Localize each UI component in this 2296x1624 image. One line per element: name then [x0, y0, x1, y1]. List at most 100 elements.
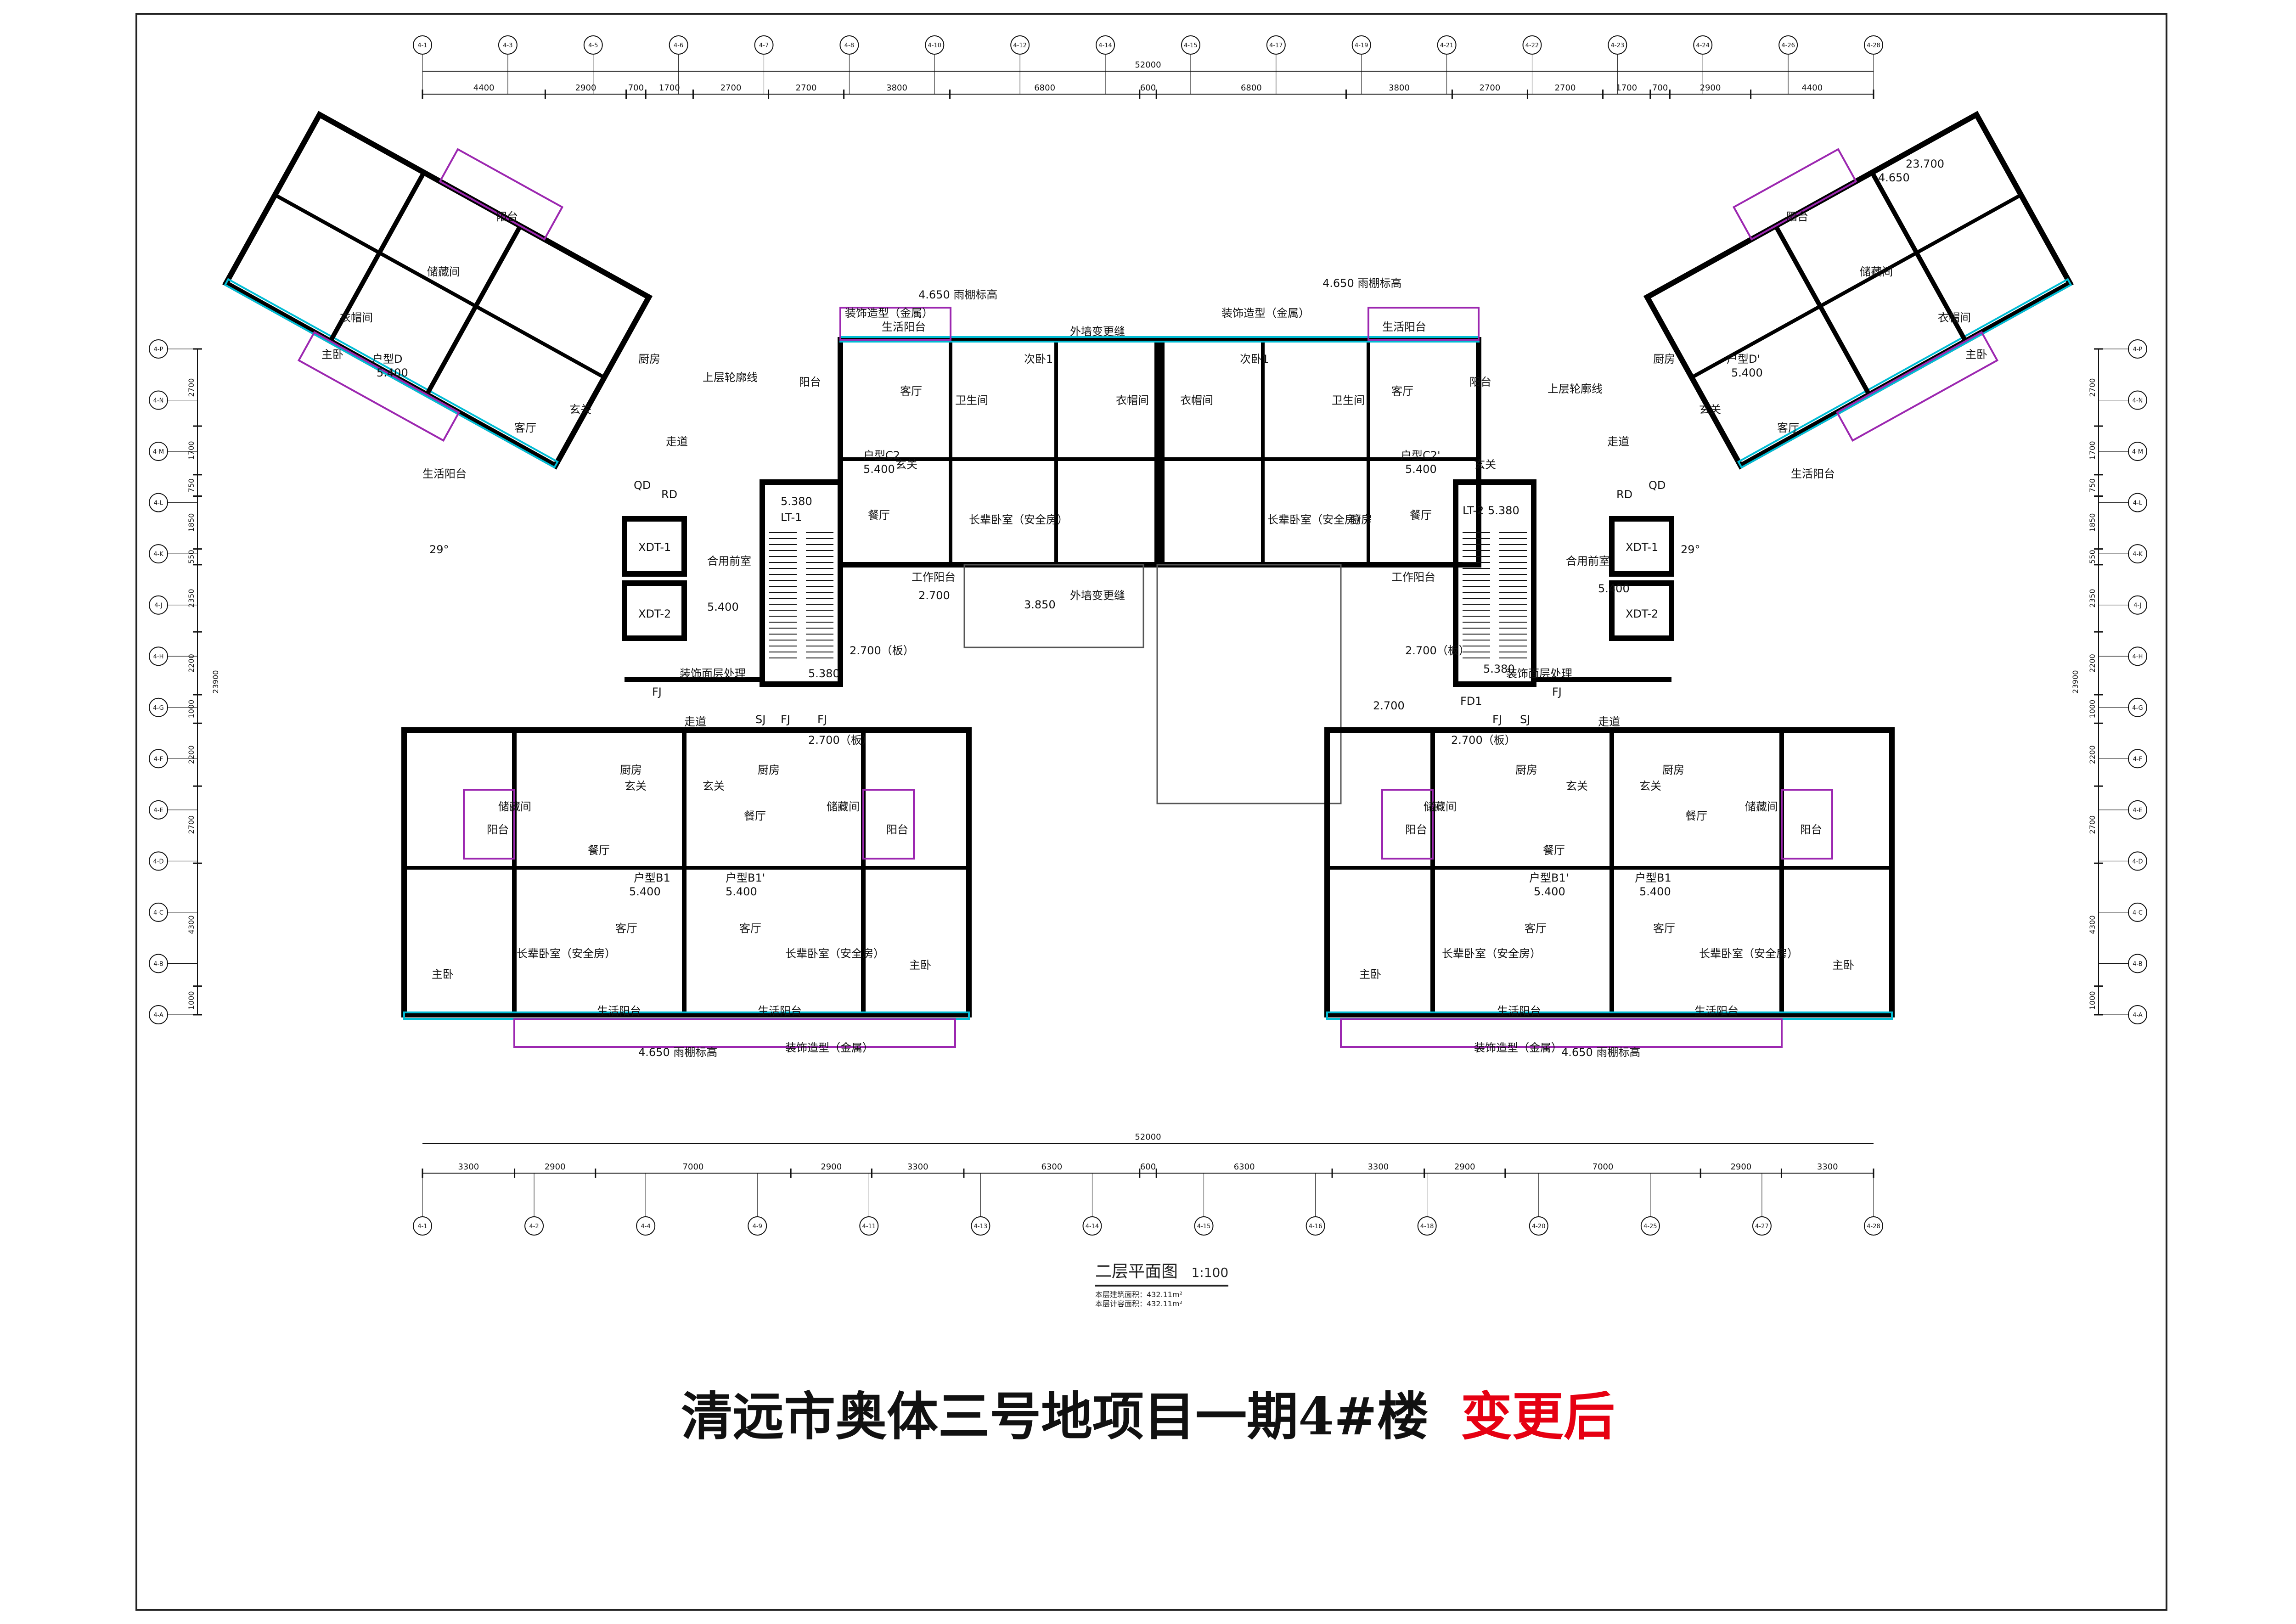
side-dimension-value: 1850 — [187, 513, 196, 532]
left-wing-unit-d — [222, 111, 653, 470]
block-left-balcony — [463, 789, 515, 860]
dimension-value: 7000 — [683, 1162, 704, 1172]
axis-label: 4-1 — [417, 1223, 427, 1230]
lower-right-block — [1324, 727, 1895, 1048]
label-clothes: 衣帽间 — [1938, 311, 1971, 324]
axis-bubble — [1417, 1216, 1437, 1236]
axis-bubble — [149, 442, 168, 461]
label-unit-b1-b: 户型B1' — [726, 871, 765, 884]
label-stair-left: LT-1 — [781, 511, 802, 524]
axis-label: 4-N — [153, 398, 164, 405]
label-storage: 储藏间 — [1745, 800, 1778, 813]
axis-label: 4-L — [154, 500, 163, 507]
side-dimension-value: 550 — [187, 550, 196, 564]
axis-label: 4-J — [154, 602, 163, 609]
axis-label: 4-23 — [1611, 42, 1625, 49]
label-stair-elev: 5.380 — [1483, 663, 1515, 675]
wing-d-wall — [328, 171, 426, 343]
label-dining: 餐厅 — [1410, 509, 1432, 522]
label-entry: 玄关 — [1639, 780, 1661, 792]
label-floor-elev: 5.400 — [1598, 582, 1630, 595]
axis-bubble — [669, 35, 688, 55]
label-kitchen: 厨房 — [1653, 353, 1675, 365]
axis-label: 4-K — [153, 551, 163, 558]
axis-bubble — [413, 35, 432, 55]
axis-bubble — [2128, 800, 2147, 820]
label-entry: 玄关 — [1699, 403, 1721, 416]
axis-bubble — [2128, 697, 2147, 717]
terrace-outline — [963, 564, 1144, 648]
axis-label: 4-P — [154, 346, 163, 353]
label-dining: 餐厅 — [1543, 844, 1565, 857]
axis-label: 4-2 — [529, 1223, 539, 1230]
label-storage: 储藏间 — [1424, 800, 1457, 813]
axis-label: 4-G — [153, 705, 164, 712]
axis-bubble — [1437, 35, 1457, 55]
label-balcony: 阳台 — [496, 210, 518, 223]
axis-bubble — [149, 800, 168, 820]
axis-label: 4-M — [153, 449, 164, 455]
dimension-value: 7000 — [1593, 1162, 1614, 1172]
label-life-balcony: 生活阳台 — [1382, 320, 1426, 333]
axis-bubble — [1082, 1216, 1102, 1236]
label-elder: 长辈卧室（安全房） — [1267, 513, 1367, 526]
label-life-balcony: 生活阳台 — [882, 320, 926, 333]
label-living: 客厅 — [739, 922, 761, 935]
label-floor-elev: 5.400 — [1534, 885, 1565, 898]
axis-label: 4-18 — [1420, 1223, 1434, 1230]
label-dining: 餐厅 — [1685, 809, 1707, 822]
label-unit-b1-d: 户型B1 — [1635, 871, 1671, 884]
label-life-balcony: 生活阳台 — [1791, 467, 1835, 480]
axis-bubble — [1752, 1216, 1772, 1236]
label-fj: FJ — [817, 713, 827, 726]
block-right-balcony-r — [1781, 789, 1833, 860]
axis-label: 4-1 — [417, 42, 427, 49]
axis-label: 4-M — [2132, 449, 2143, 455]
dimension-value: 2900 — [575, 83, 597, 93]
label-canopy: 4.650 雨棚标高 — [1322, 277, 1401, 290]
label-stair-elev: 5.380 — [808, 667, 840, 680]
plan-labels: 户型D 户型D' 户型C2 户型C2' 户型B1 户型B1' 户型B1' 户型B… — [321, 157, 1987, 1059]
axis-bubble — [149, 697, 168, 717]
dimension-value: 2900 — [1730, 1162, 1751, 1172]
label-fire-room: 合用前室 — [1566, 555, 1610, 568]
status-label: 变更后 — [1460, 1387, 1615, 1447]
dimension-value: 2700 — [1480, 83, 1501, 93]
side-dimension-value: 750 — [2088, 478, 2097, 493]
side-dimension-value: 1000 — [2088, 991, 2097, 1010]
label-work-balcony: 工作阳台 — [912, 571, 956, 584]
dimension-value: 700 — [1652, 83, 1668, 93]
axis-label: 4-E — [2133, 807, 2142, 814]
axis-bubble — [583, 35, 603, 55]
label-stair-elev: 5.380 — [781, 495, 812, 508]
label-master: 主卧 — [1359, 968, 1381, 981]
dimension-value: 4400 — [473, 83, 495, 93]
axis-bubble — [149, 646, 168, 666]
label-lower-roof: 2.700 — [918, 589, 950, 602]
label-floor-elev: 5.400 — [863, 463, 895, 476]
label-stair-treat: 装饰面层处理 — [1506, 667, 1572, 680]
label-master: 主卧 — [432, 968, 454, 981]
axis-bubble — [2128, 493, 2147, 512]
label-stair-elev: 5.380 — [1488, 504, 1519, 517]
axis-label: 4-L — [2133, 500, 2143, 507]
axis-label: 4-22 — [1525, 42, 1539, 49]
side-dimension-value: 1000 — [187, 991, 196, 1010]
label-deco: 装饰造型（金属） — [1221, 307, 1310, 320]
axis-label: 4-3 — [503, 42, 512, 49]
axis-bubble — [1194, 1216, 1214, 1236]
label-balcony: 阳台 — [1469, 376, 1491, 388]
stair-treads-left — [769, 532, 833, 658]
axis-bubble — [971, 1216, 990, 1236]
wing-d-wall — [425, 225, 523, 396]
label-living: 客厅 — [514, 421, 536, 434]
wing-dp-life-balcony — [1835, 331, 1999, 442]
dimension-total: 52000 — [1135, 1132, 1161, 1142]
axis-bubble — [498, 35, 518, 55]
label-lift-1: XDT-1 — [1626, 541, 1658, 554]
block-left-life-balcony — [513, 1018, 956, 1048]
label-floor-elev: 5.400 — [629, 885, 661, 898]
axis-bubble — [2128, 544, 2147, 564]
dimension-value: 600 — [1140, 83, 1156, 93]
